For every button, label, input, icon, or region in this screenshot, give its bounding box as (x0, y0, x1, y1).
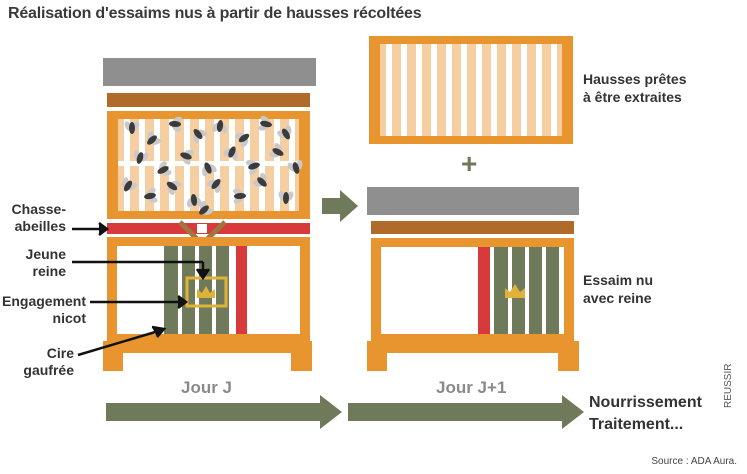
plus-sign: + (461, 148, 478, 179)
bee-icon (133, 150, 149, 164)
bee-icon (124, 121, 140, 134)
frame-bar (401, 44, 407, 136)
bee-icon (269, 143, 284, 158)
bee-icon (223, 146, 238, 161)
bee-icon (258, 115, 272, 131)
bee-icon (202, 162, 217, 177)
left-cover-board (107, 93, 310, 107)
left-stand (103, 341, 312, 371)
right-queen-crown-icon (505, 284, 525, 298)
outcome-nourrissement: Nourrissement (589, 394, 702, 411)
timeline-arrow-day-j (106, 395, 342, 429)
bee-icon (147, 130, 162, 145)
bee-icon (122, 177, 137, 192)
frame-bar (431, 44, 437, 136)
bee-icon (199, 200, 214, 215)
bee-icon (252, 172, 267, 187)
queen-crown-icon (197, 286, 215, 298)
bee-icon (235, 132, 250, 148)
label-arrows (72, 222, 211, 357)
bee-icon (278, 191, 294, 204)
bees (122, 115, 303, 215)
bee-escape-hole (197, 224, 207, 233)
bee-icon (245, 159, 260, 175)
bee-icon (206, 179, 221, 193)
day-j1-label: Jour J+1 (436, 378, 507, 397)
right-stand (367, 341, 579, 371)
bee-icon (277, 125, 292, 140)
label-chasse-abeilles: Chasse-abeilles (11, 201, 66, 234)
frame-bar (461, 44, 467, 136)
bee-icon (169, 116, 183, 132)
outcome-traitement: Traitement... (589, 416, 684, 433)
bee-icon (192, 128, 208, 143)
diagram-title: Réalisation d'essaims nus à partir de ha… (8, 5, 422, 22)
right-super-extracted (369, 36, 573, 144)
bee-icon (180, 149, 195, 165)
transition-arrow (322, 190, 358, 222)
divider-board (236, 246, 247, 334)
day-j-label: Jour J (181, 378, 233, 397)
bee-icon (166, 180, 181, 196)
bee-icon (144, 187, 158, 203)
left-roof (103, 58, 316, 86)
bee-icon (212, 120, 227, 134)
frame-bar (491, 44, 497, 136)
frame-foundation-1 (164, 246, 178, 334)
frame-bar (446, 44, 452, 136)
bee-icon (287, 160, 303, 174)
right-brood-box (371, 238, 574, 341)
right-divider-board (478, 247, 490, 334)
source-note: Source : ADA Aura. (651, 456, 737, 467)
queen-cage (185, 276, 228, 308)
frame-bar (506, 44, 512, 136)
photo-credit: REUSSIR (723, 363, 734, 408)
frame-bar (386, 44, 392, 136)
frame-foundation-4 (216, 246, 229, 334)
bee-icon (233, 188, 246, 204)
bee-icon (157, 161, 172, 176)
frame-bar (551, 44, 557, 136)
left-brood-box (107, 237, 310, 341)
frame-bar (416, 44, 422, 136)
frame-bar (521, 44, 527, 136)
right-cover-board (371, 221, 574, 234)
bee-escape-board (107, 223, 310, 234)
frame-bar (476, 44, 482, 136)
bee-icon (187, 194, 202, 208)
frame-bar (536, 44, 542, 136)
timeline-arrow-day-j1 (348, 395, 584, 429)
right-roof (367, 187, 579, 215)
